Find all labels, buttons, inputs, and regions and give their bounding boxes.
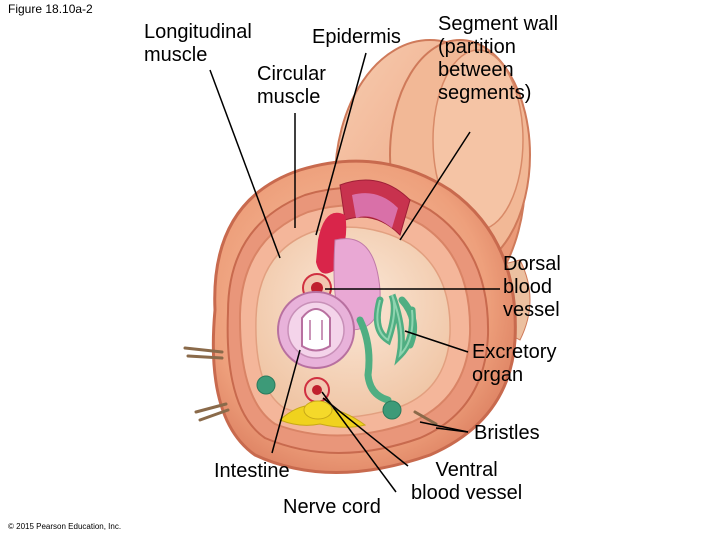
intestine-shape bbox=[277, 238, 381, 369]
leader-epidermis bbox=[315, 52, 367, 236]
label-excretory-organ: Excretory organ bbox=[472, 341, 557, 386]
leader-lines bbox=[209, 52, 500, 493]
label-circular-muscle: Circular muscle bbox=[257, 63, 326, 108]
label-segment-wall: Segment wall (partition between segments… bbox=[438, 13, 559, 104]
leader-ventral-blood-vessel bbox=[322, 397, 409, 467]
label-longitudinal-muscle: Longitudinal muscle bbox=[144, 21, 252, 66]
leader-bristles-2 bbox=[419, 421, 469, 433]
segment-wall bbox=[339, 179, 411, 236]
label-epidermis: Epidermis bbox=[312, 26, 401, 48]
bristles-shape bbox=[183, 346, 438, 426]
label-nerve-cord: Nerve cord bbox=[283, 496, 381, 518]
figure-id: Figure 18.10a-2 bbox=[8, 2, 93, 16]
copyright-notice: © 2015 Pearson Education, Inc. bbox=[8, 522, 122, 531]
label-ventral-blood-vessel: Ventral blood vessel bbox=[411, 459, 523, 504]
label-bristles: Bristles bbox=[474, 422, 540, 444]
leader-longitudinal-muscle bbox=[209, 69, 281, 259]
leader-nerve-cord bbox=[321, 391, 397, 493]
excretory-organ-detail bbox=[376, 294, 414, 359]
green-nephrostomes bbox=[256, 375, 402, 420]
leader-segment-wall bbox=[399, 131, 471, 241]
label-intestine: Intestine bbox=[214, 460, 290, 482]
leader-excretory-organ bbox=[404, 330, 469, 353]
label-dorsal-blood-vessel: Dorsal blood vessel bbox=[503, 253, 561, 321]
leader-intestine bbox=[271, 349, 301, 454]
